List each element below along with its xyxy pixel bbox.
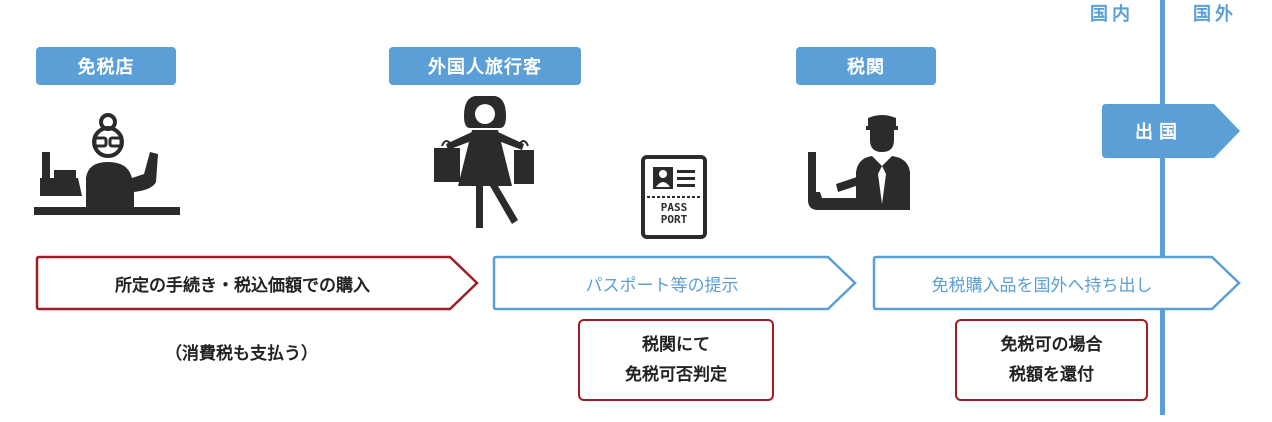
passport-icon — [641, 155, 707, 239]
domestic-label: 国内 — [1090, 4, 1134, 25]
customs-tag: 税関 — [796, 47, 936, 85]
foreign-traveler-tag: 外国人旅行客 — [389, 47, 581, 85]
passport-text-line1: PASS — [660, 201, 688, 214]
duty-free-store-tag: 免税店 — [36, 47, 176, 85]
traveler-icon — [434, 96, 534, 228]
customs-judgement-line1: 税関にて — [642, 335, 710, 355]
step-arrow-export — [872, 255, 1241, 311]
customs-judgement-box: 税関にて 免税可否判定 — [578, 319, 774, 401]
tax-refund-line1: 免税可の場合 — [1000, 335, 1103, 355]
passport-text-line2: PORT — [660, 213, 688, 226]
step-passport-label: パスポート等の提示 — [585, 275, 739, 296]
tax-refund-box: 免税可の場合 税額を還付 — [955, 319, 1148, 401]
abroad-label: 国外 — [1193, 4, 1237, 25]
shopkeeper-icon — [34, 113, 180, 215]
step-export-label: 免税購入品を国外へ持ち出し — [931, 275, 1153, 296]
customs-officer-icon — [808, 115, 910, 210]
tax-refund-line2: 税額を還付 — [1009, 365, 1094, 385]
border-line — [1160, 0, 1165, 415]
customs-judgement-line2: 免税可否判定 — [625, 365, 727, 385]
consumption-tax-note: （消費税も支払う） — [165, 344, 318, 364]
departure-label: 出国 — [1135, 122, 1183, 143]
departure-arrow — [1102, 104, 1240, 158]
passport-text: PASS PORT — [641, 202, 707, 226]
step-arrow-passport — [492, 255, 857, 311]
step-arrow-purchase — [35, 255, 479, 311]
step-purchase-label: 所定の手続き・税込価額での購入 — [115, 275, 370, 296]
